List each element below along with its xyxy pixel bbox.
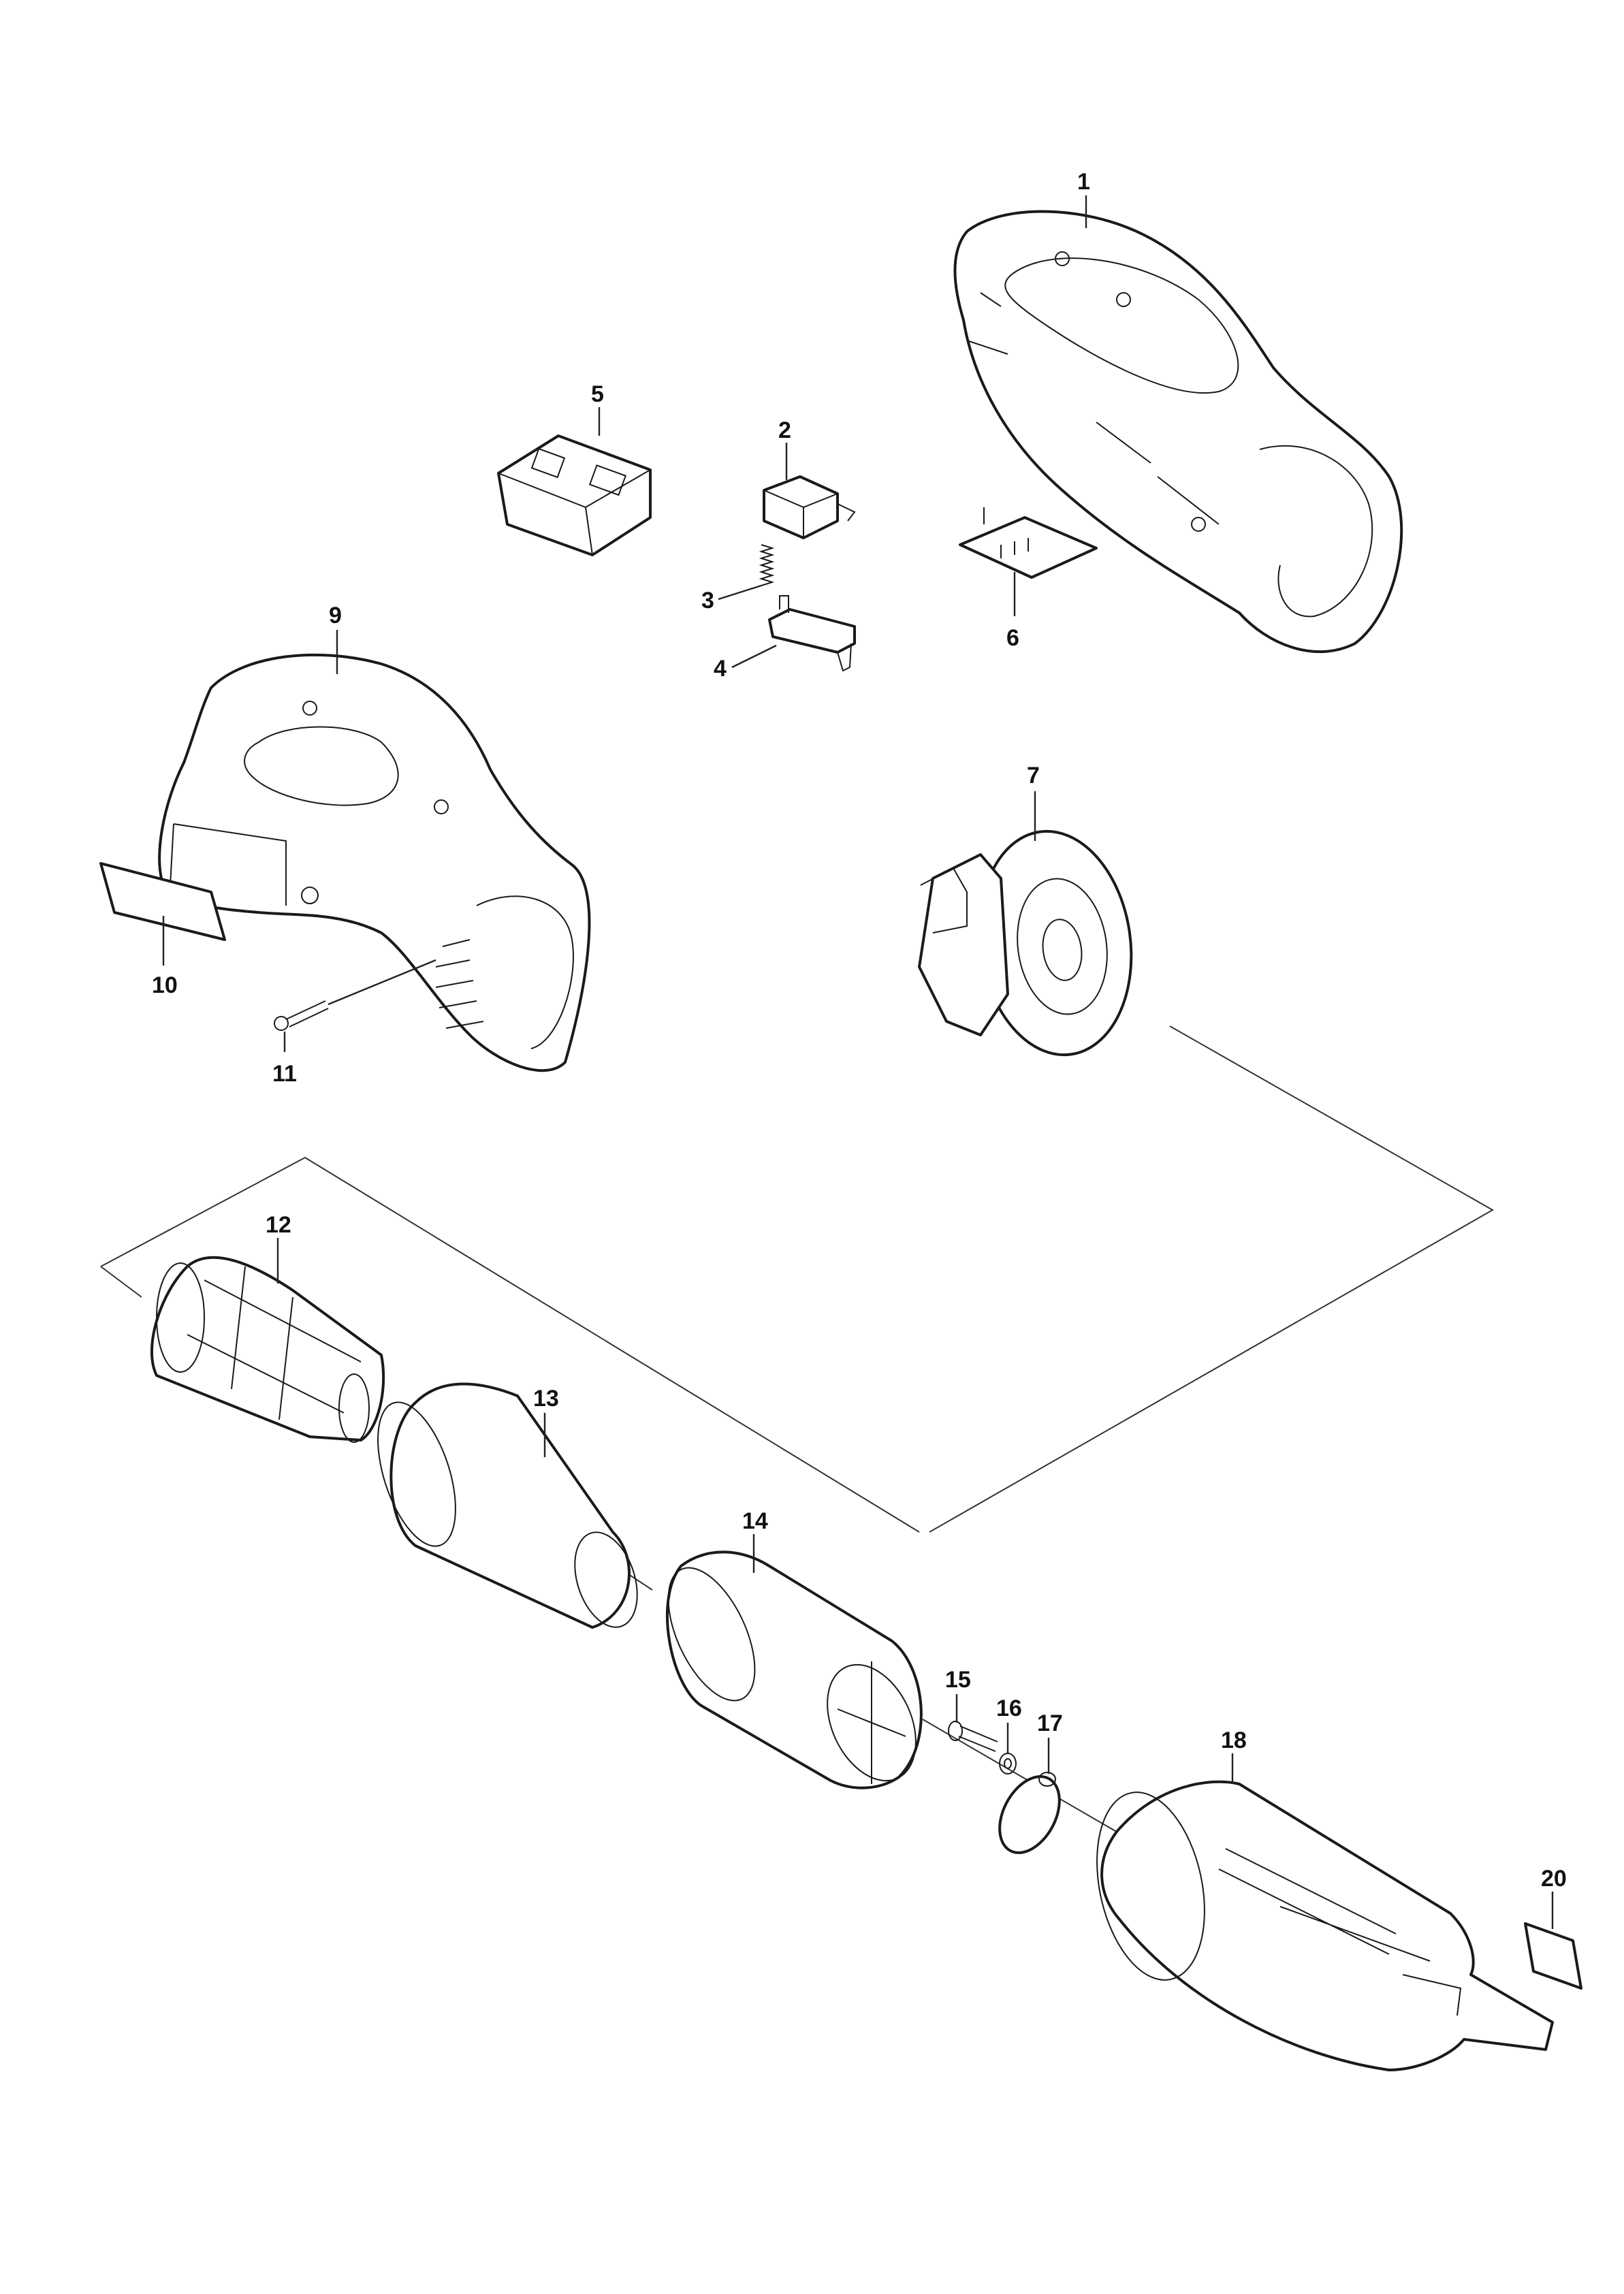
part-7-motor-fan <box>918 829 1133 1057</box>
callout-9: 9 <box>329 603 342 628</box>
callout-16: 16 <box>996 1695 1022 1721</box>
callout-4: 4 <box>714 656 727 682</box>
leader-line-4 <box>731 644 777 669</box>
part-11-screw <box>274 1000 329 1031</box>
callout-3: 3 <box>701 588 714 614</box>
callout-5: 5 <box>591 381 604 407</box>
part-18-dust-case <box>1096 1780 1554 2071</box>
part-9-main-housing <box>158 653 591 1072</box>
assembly-axis-line <box>626 1572 653 1591</box>
callout-11: 11 <box>272 1061 297 1087</box>
part-1-housing-half <box>953 210 1403 654</box>
callout-13: 13 <box>533 1386 559 1412</box>
part-17-valve-disc <box>998 1772 1061 1854</box>
leader-line-11 <box>328 959 436 1006</box>
part-13-cone-filter <box>377 1382 638 1629</box>
callout-10: 10 <box>152 972 178 998</box>
callout-20: 20 <box>1541 1866 1567 1892</box>
part-16-washer <box>999 1753 1017 1774</box>
callout-14: 14 <box>742 1508 768 1534</box>
callout-15: 15 <box>945 1667 971 1693</box>
leader-line-3 <box>718 584 762 601</box>
part-4-switch-lever <box>768 595 856 672</box>
callout-7: 7 <box>1027 763 1040 788</box>
part-12-filter-cage <box>150 1256 385 1443</box>
part-20-label <box>1524 1922 1582 1990</box>
part-2-micro-switch <box>763 475 856 539</box>
part-14-prefilter <box>666 1550 923 1789</box>
callout-1: 1 <box>1077 169 1090 195</box>
part-6-circuit-board <box>959 507 1098 579</box>
assembly-axis-line <box>100 1266 142 1298</box>
part-3-spring <box>759 544 775 586</box>
part-15-screw <box>948 1721 998 1752</box>
part-10-label-plate <box>99 862 226 941</box>
callout-12: 12 <box>266 1212 291 1238</box>
callout-17: 17 <box>1037 1710 1063 1736</box>
part-5-terminal-holder <box>497 434 652 556</box>
callout-6: 6 <box>1006 625 1019 651</box>
assembly-guide-line-lower <box>100 1156 920 1533</box>
callout-18: 18 <box>1221 1727 1247 1753</box>
assembly-guide-line-upper <box>929 1025 1495 1533</box>
callout-2: 2 <box>778 417 791 443</box>
